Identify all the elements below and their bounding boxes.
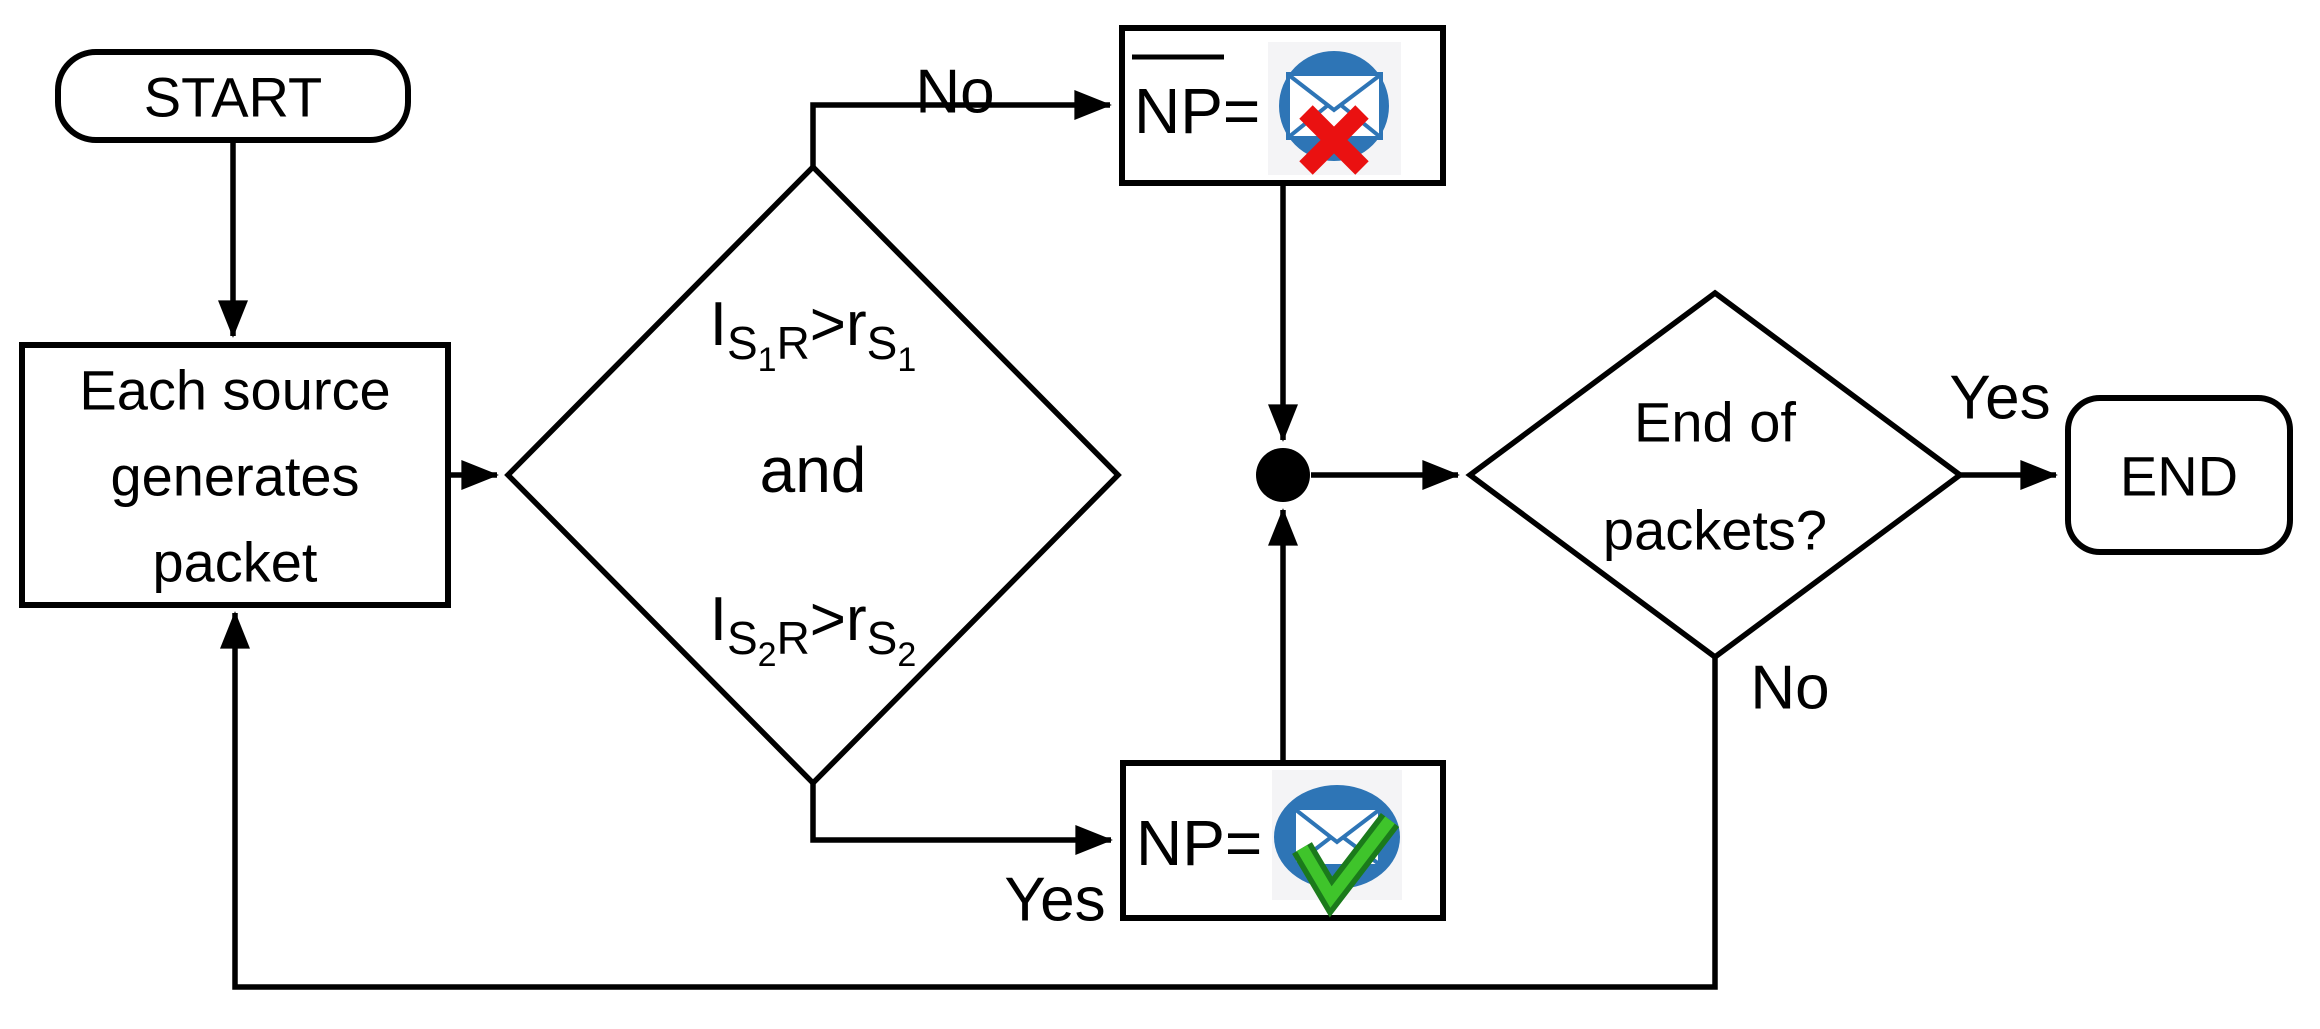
edge-decision1-no-branch (810, 90, 1112, 167)
yes-bottom-label: Yes (1004, 866, 1105, 935)
np-true-label: NP= (1136, 807, 1262, 879)
np-true-node: NP= (1120, 760, 1446, 921)
source-label-line1: Each source (79, 359, 390, 422)
rate-condition-conjunction: and (760, 434, 867, 506)
start-label: START (144, 66, 322, 129)
edge-decision1-yes-branch (810, 783, 1113, 855)
edge-decision2-no-loopback (220, 611, 1718, 990)
mail-accepted-icon (1272, 770, 1402, 918)
end-label: END (2120, 445, 2238, 508)
end-of-packets-line1: End of (1634, 391, 1796, 454)
rate-condition-1: IS1R>rS1 (710, 290, 917, 379)
start-node: START (55, 49, 411, 143)
end-of-packets-decision-node: End of packets? (1465, 289, 1965, 661)
np-false-node: NP= (1119, 25, 1446, 186)
mail-rejected-icon (1268, 42, 1401, 175)
end-node: END (2065, 395, 2293, 555)
end-of-packets-line2: packets? (1603, 499, 1827, 562)
no-top-label: No (915, 58, 994, 127)
rate-condition-2: IS2R>rS2 (710, 585, 917, 674)
no-bottom-label: No (1750, 654, 1829, 723)
source-label-line2: generates (110, 445, 359, 508)
yes-right-label: Yes (1949, 364, 2050, 433)
source-label-line3: packet (153, 531, 318, 594)
np-false-label: NP= (1134, 75, 1260, 147)
rate-condition-decision-node: IS1R>rS1 and IS2R>rS2 (504, 163, 1122, 787)
merge-junction-dot (1256, 448, 1310, 502)
source-process-node: Each source generates packet (19, 342, 451, 608)
